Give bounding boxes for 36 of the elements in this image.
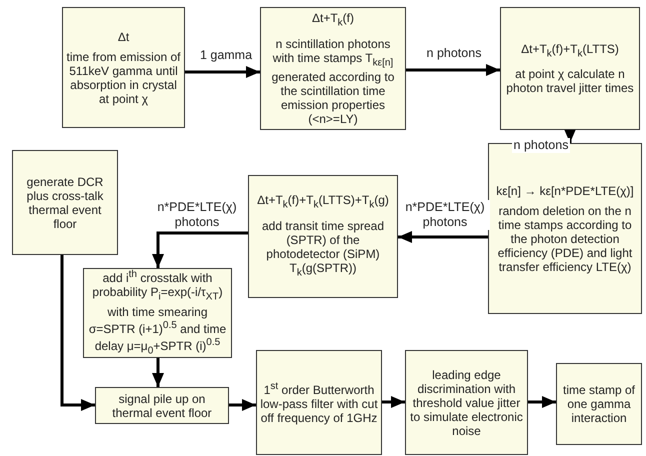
edge-label: n photons bbox=[512, 138, 570, 153]
box-text: time from emission of 511keV gamma until absorption in crystal at point χ bbox=[66, 50, 181, 106]
process-box bbox=[500, 7, 640, 130]
process-box bbox=[12, 150, 118, 255]
process-box bbox=[248, 175, 398, 298]
box-text: n scintillation photons with time stamps T$_{kε[n]}$ generated according to the scintillation time emission properties (<n>=LY) bbox=[270, 36, 396, 126]
arrow bbox=[406, 64, 500, 76]
box-heading: Δt bbox=[118, 30, 130, 44]
arrow bbox=[398, 231, 488, 243]
process-box bbox=[556, 363, 642, 445]
box-text: time stamp of one gamma interaction bbox=[562, 383, 636, 425]
process-box bbox=[256, 350, 382, 455]
arrow bbox=[229, 399, 256, 411]
box-text: random deletion on the n time stamps according to the photon detection efficiency (PDE) and light transfer efficiency LTE(χ) bbox=[496, 204, 634, 274]
arrow bbox=[382, 396, 405, 408]
arrow bbox=[528, 396, 556, 408]
box-text: generate DCR plus cross-talk thermal event floor bbox=[26, 174, 104, 230]
box-text: at point χ calculate n photon travel jitter times bbox=[505, 67, 635, 96]
process-box bbox=[62, 7, 185, 128]
box-heading: Δt+T$_{k}$(f)+T$_{k}$(LTTS)+T$_{k}$(g) bbox=[257, 193, 389, 212]
process-box bbox=[95, 387, 229, 424]
box-text: add transit time spread (SPTR) of the photodetector (SiPM) T$_{k}$(g(SPTR)) bbox=[260, 218, 386, 280]
box-text: 1$^{st}$ order Butterworth low-pass filter with cut off frequency of 1GHz bbox=[260, 380, 378, 425]
process-box bbox=[405, 350, 528, 455]
process-box bbox=[260, 7, 406, 130]
arrow bbox=[185, 66, 260, 78]
box-text: add i$^{th}$ crosstalk with probability P$_{i}$=exp(-i/τ$_{XT}$) with time smearing σ=SPTR (i+1)$^{0.5}$ and time delay μ=μ$_{0}$+SPTR (i)$^{0.5}$ bbox=[88, 268, 228, 358]
box-heading: Δt+T$_{k}$(f)+T$_{k}$(LTTS) bbox=[521, 42, 619, 62]
box-text: signal pile up on thermal event floor bbox=[111, 392, 213, 420]
box-heading: kε[n] → kε[n*PDE*LTE(χ)] bbox=[496, 184, 634, 198]
arrow bbox=[152, 358, 164, 387]
box-heading: Δt+T$_{k}$(f) bbox=[312, 11, 354, 30]
arrow bbox=[152, 232, 248, 268]
arrow bbox=[564, 129, 576, 143]
arrow bbox=[60, 255, 95, 411]
box-text: leading edge discrimination with threshold value jitter to simulate electronic noise bbox=[409, 368, 524, 438]
